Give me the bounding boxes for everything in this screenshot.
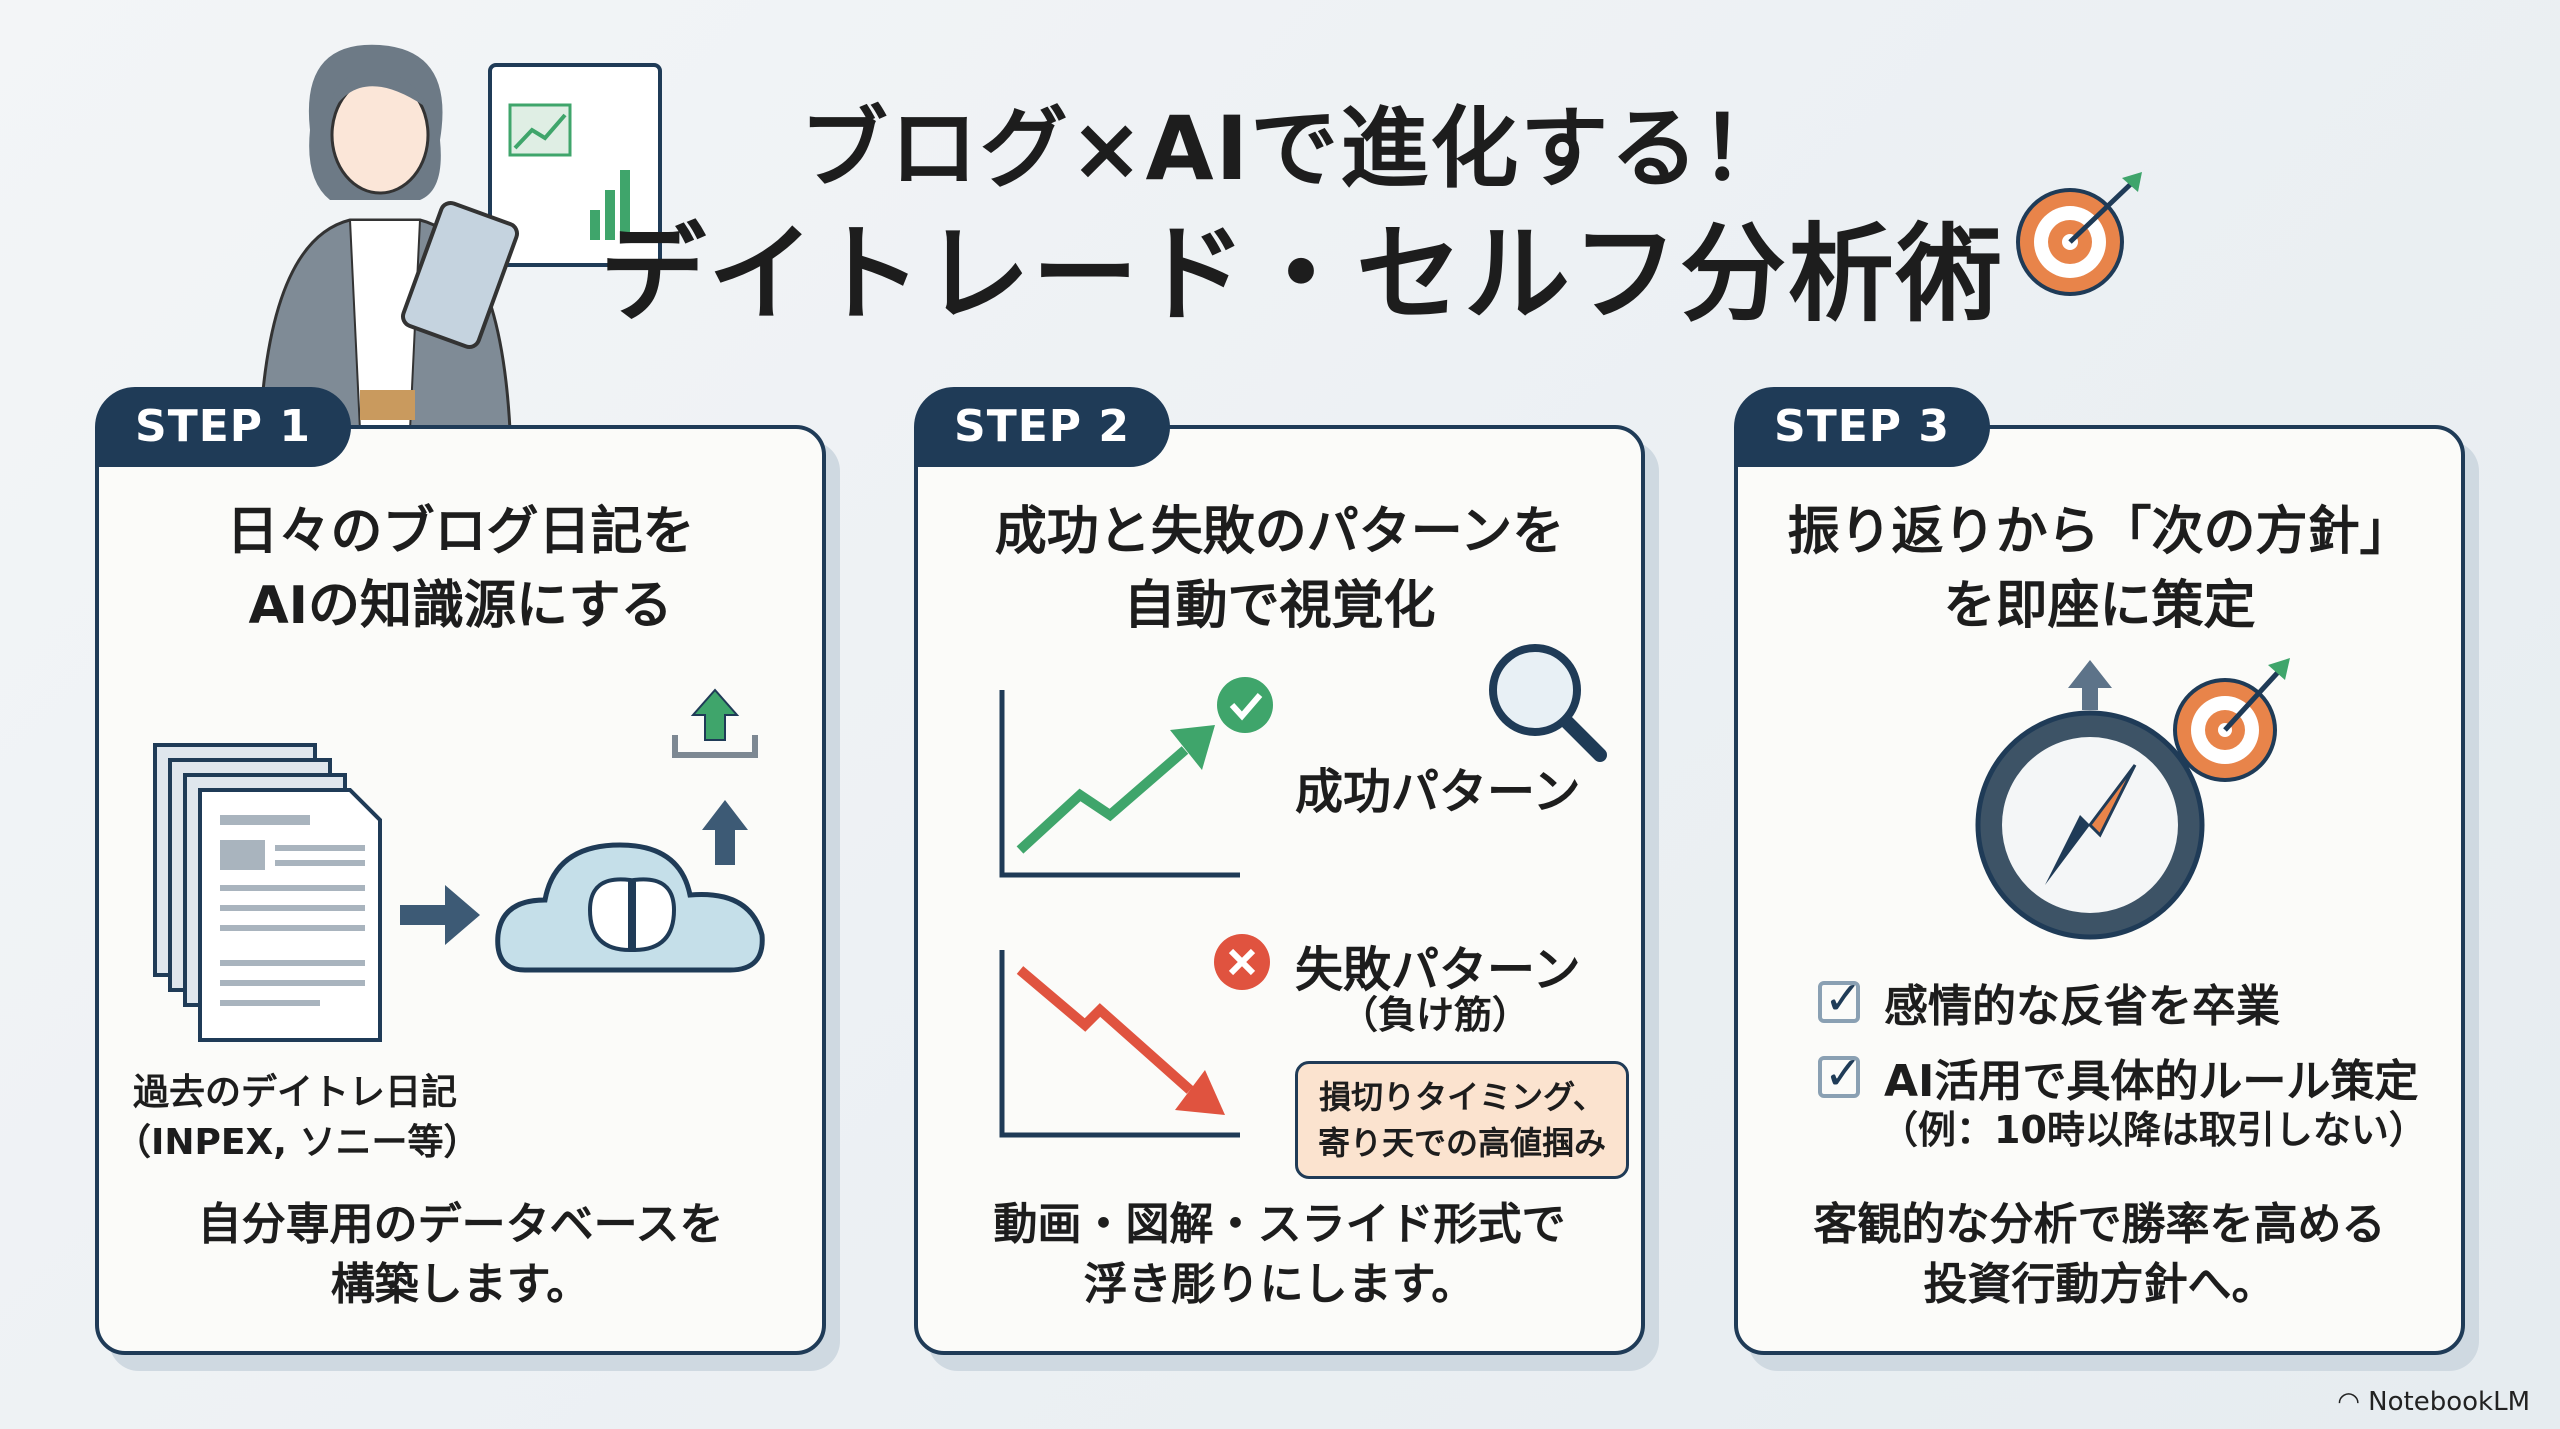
person-with-tablet-illustration (258, 44, 662, 430)
title-line-2: デイトレード・セルフ分析術 (600, 213, 2004, 336)
caption-line: （INPEX, ソニー等） (115, 1122, 480, 1163)
checklist-item: AI活用で具体的ルール策定 (1818, 1045, 2418, 1109)
check-circle-icon (1217, 677, 1273, 733)
success-trend-line (1016, 746, 1189, 854)
checkbox-checked-icon (1818, 971, 1863, 1025)
diary-caption: 過去のデイトレ日記 （INPEX, ソニー等） (115, 1068, 480, 1168)
fail-chart-axes (999, 950, 1240, 1138)
callout-line: 損切りタイミング、 (1319, 1078, 1605, 1116)
step-3-badge: STEP 3 (1734, 387, 1990, 467)
footer-line: 投資行動方針へ。 (1923, 1259, 2276, 1310)
compass-target-illustration (1975, 658, 2290, 940)
notebooklm-logo-icon: ◠ (2337, 1387, 2369, 1417)
heading-line: 自動で視覚化 (1123, 576, 1436, 636)
upload-tray-icon (672, 735, 758, 758)
brain-icon (587, 877, 677, 953)
checklist-text: AI活用で具体的ルール策定 (1884, 1056, 2419, 1107)
target-icon (2173, 658, 2290, 782)
document-stack-icon (153, 743, 382, 1042)
checkbox-checked-icon (1818, 1046, 1863, 1100)
step-1-heading: 日々のブログ日記を AIの知識源にする (95, 495, 826, 643)
footer-line: 浮き彫りにします。 (1083, 1259, 1476, 1310)
step-1-card (95, 425, 826, 1355)
arrow-up-icon (702, 800, 748, 865)
success-chart-axes (999, 690, 1240, 878)
footer-line: 動画・図解・スライド形式で (993, 1199, 1566, 1250)
callout-line: 寄り天での高値掴み (1318, 1124, 1607, 1162)
compass-icon (1975, 660, 2205, 940)
heading-line: 日々のブログ日記を (226, 502, 695, 562)
fail-pattern-label: 失敗パターン (1295, 942, 1581, 998)
step-2-card (914, 425, 1645, 1355)
success-pattern-label: 成功パターン (1295, 764, 1581, 820)
footer-line: 客観的な分析で勝率を高める (1813, 1199, 2386, 1250)
notebooklm-branding: ◠ NotebookLM (2337, 1387, 2530, 1417)
pattern-charts-illustration (999, 644, 1607, 1138)
checklist-text: 感情的な反省を卒業 (1884, 981, 2280, 1032)
step-1-footer: 自分専用のデータベースを構築します。 (95, 1195, 826, 1315)
fail-trend-line (1016, 966, 1194, 1094)
rule-example: （例：10時以降は取引しない） (1880, 1108, 2427, 1152)
fail-pattern-sub: （負け筋） (1340, 993, 1531, 1037)
step-2-heading: 成功と失敗のパターンを自動で視覚化 (914, 495, 1645, 643)
checklist-item: 感情的な反省を卒業 (1818, 970, 2280, 1034)
step-3-heading: 振り返りから「次の方針」を即座に策定 (1734, 495, 2465, 643)
heading-line: 振り返りから「次の方針」 (1787, 502, 2412, 562)
footer-line: 構築します。 (330, 1259, 591, 1310)
step-3-footer: 客観的な分析で勝率を高める投資行動方針へ。 (1734, 1195, 2465, 1315)
documents-to-ai-cloud-illustration (153, 688, 765, 1042)
magnifier-icon (1489, 644, 1607, 762)
heading-line: を即座に策定 (1943, 576, 2256, 636)
caption-line: 過去のデイトレ日記 (132, 1072, 457, 1113)
footer-line: 自分専用のデータベースを (197, 1199, 724, 1250)
step-2-badge: STEP 2 (914, 387, 1170, 467)
heading-line: AIの知識源にする (248, 576, 673, 636)
target-icon (2016, 172, 2142, 296)
arrow-right-icon (400, 885, 480, 945)
step-1-badge: STEP 1 (95, 387, 351, 467)
fail-callout: 損切りタイミング、寄り天での高値掴み (1295, 1061, 1630, 1179)
step-2-footer: 動画・図解・スライド形式で浮き彫りにします。 (914, 1195, 1645, 1315)
x-circle-icon (1214, 934, 1270, 990)
title-line-1: ブログ×AIで進化する！ (799, 97, 1791, 200)
branding-text: NotebookLM (2368, 1387, 2530, 1417)
heading-line: 成功と失敗のパターンを (994, 502, 1565, 562)
